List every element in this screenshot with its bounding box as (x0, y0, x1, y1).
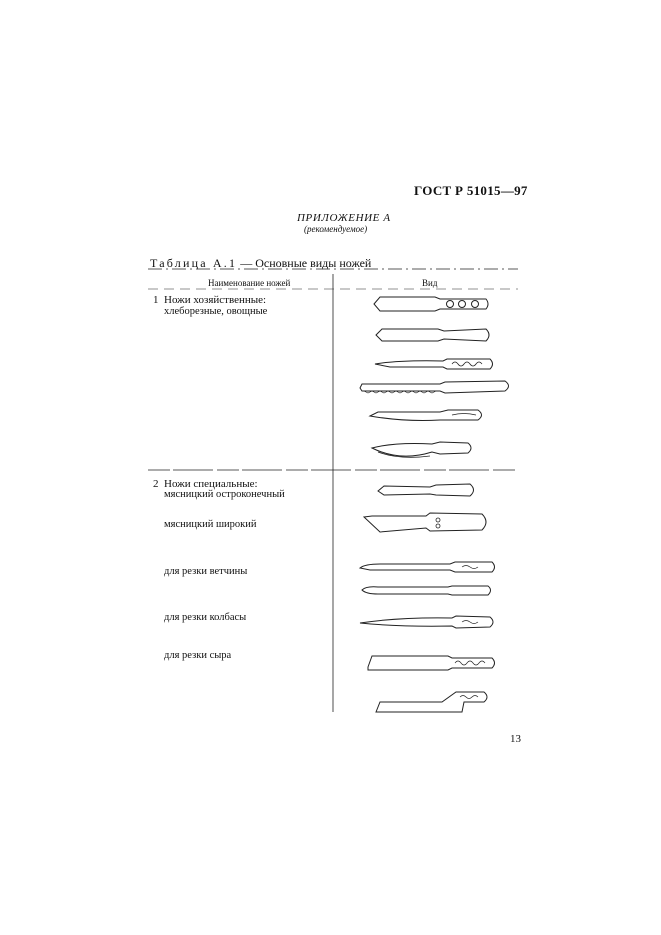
knife-drawing (370, 441, 472, 458)
group-2-item-butcher-wide: мясницкий широкий (164, 519, 257, 530)
group-1-item-bread-vegetable: хлеборезные, овощные (164, 306, 268, 317)
knife-drawing (359, 615, 494, 629)
group-1-heading: 1 Ножи хозяйственные: (153, 294, 266, 306)
group-1-number: 1 (153, 294, 159, 306)
column-header-name: Наименование ножей (208, 278, 291, 288)
knife-drawing (375, 691, 488, 713)
knife-drawing (377, 483, 474, 497)
group-2-item-ham: для резки ветчины (164, 566, 248, 577)
knife-drawing (367, 655, 495, 671)
group-2-number: 2 (153, 478, 159, 490)
knife-drawing (359, 380, 509, 394)
knife-drawing (361, 585, 491, 596)
knife-drawing (375, 328, 490, 342)
group-2-heading: 2 Ножи специальные: (153, 478, 258, 490)
group-1-title: Ножи хозяйственные: (164, 294, 267, 306)
table-caption-title: — Основные виды ножей (237, 256, 372, 270)
standard-code: ГОСТ Р 51015—97 (414, 183, 528, 198)
knife-drawing (374, 358, 493, 370)
knife-drawing (368, 409, 482, 421)
knife-drawing (373, 296, 489, 312)
appendix-note: (рекомендуемое) (304, 224, 368, 234)
group-2-item-butcher-pointed: мясницкий остроконечный (164, 489, 285, 500)
table-caption-prefix: Таблица А.1 (150, 256, 238, 270)
group-2-title: Ножи специальные: (164, 478, 258, 490)
group-2-item-cheese: для резки сыра (164, 650, 232, 661)
appendix-title: ПРИЛОЖЕНИЕ А (297, 212, 391, 224)
page-number: 13 (510, 733, 521, 745)
group-2-item-sausage: для резки колбасы (164, 612, 247, 623)
knife-drawing (358, 561, 495, 573)
knife-drawing (362, 512, 487, 533)
column-header-view: Вид (422, 278, 438, 288)
table-caption: Таблица А.1 — Основные виды ножей (150, 256, 371, 271)
